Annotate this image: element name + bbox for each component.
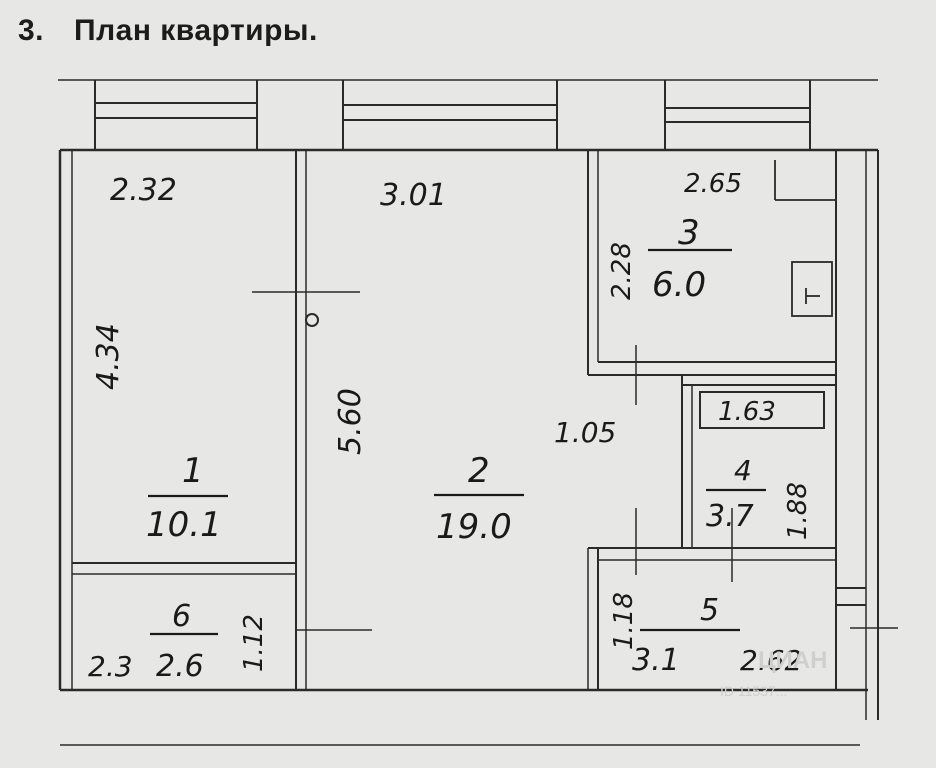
room2-number: 2: [468, 451, 490, 491]
partition-room1-room2: [295, 150, 307, 690]
partition-room1-room6: [72, 562, 296, 575]
watermark-id: ID 11537...: [720, 683, 787, 699]
plan-title: 3. План квартиры.: [18, 14, 318, 48]
room3-width-label: 2.65: [684, 169, 742, 199]
room1-length-label: 4.34: [91, 323, 126, 390]
construction-marks: [60, 291, 860, 746]
room2-width-label: 3.01: [380, 178, 447, 213]
room1-area: 10.1: [146, 505, 222, 545]
room4-area: 3.7: [706, 499, 754, 534]
watermark-brand: ЦИАН: [758, 647, 827, 674]
room4-number: 4: [734, 454, 752, 487]
room3-area: 6.0: [652, 265, 706, 305]
room5-length-label: 1.18: [609, 592, 639, 650]
window-1: [94, 80, 258, 150]
room2-length-label: 5.60: [333, 388, 368, 455]
right-exterior-wall: [835, 150, 898, 720]
room1-width-label: 2.32: [110, 173, 177, 208]
room5-number: 5: [700, 593, 719, 628]
room3-walls: [587, 150, 837, 376]
room4-width-label: 1.63: [718, 397, 776, 427]
passage-width-label: 1.05: [554, 416, 616, 449]
room3-number: 3: [678, 213, 700, 253]
stove-fixture: [791, 261, 833, 317]
room4-length-label: 1.88: [783, 482, 813, 540]
window-3: [664, 80, 811, 150]
section-title: План квартиры.: [74, 14, 318, 47]
section-number: 3.: [18, 14, 45, 47]
room1-number: 1: [182, 451, 204, 491]
room5-area: 3.1: [632, 643, 680, 678]
room4-walls: [681, 375, 837, 548]
room-label-bars: [148, 248, 766, 636]
bathtub-fixture: [699, 391, 825, 429]
window-2: [342, 80, 558, 150]
room6-width-label: 2.3: [88, 650, 133, 683]
room5-walls: [587, 547, 837, 690]
vent-fixture: [774, 160, 836, 201]
room2-area: 19.0: [436, 507, 512, 547]
room6-area: 2.6: [156, 649, 204, 684]
outer-walls: [58, 148, 878, 692]
room6-length-label: 1.12: [239, 614, 269, 672]
riser-symbol: [305, 313, 319, 327]
room3-length-label: 2.28: [607, 242, 637, 300]
room6-number: 6: [172, 599, 191, 634]
room5-width-label: 2.62: [740, 644, 802, 677]
watermark: ЦИАН ID 11537...: [720, 647, 827, 699]
